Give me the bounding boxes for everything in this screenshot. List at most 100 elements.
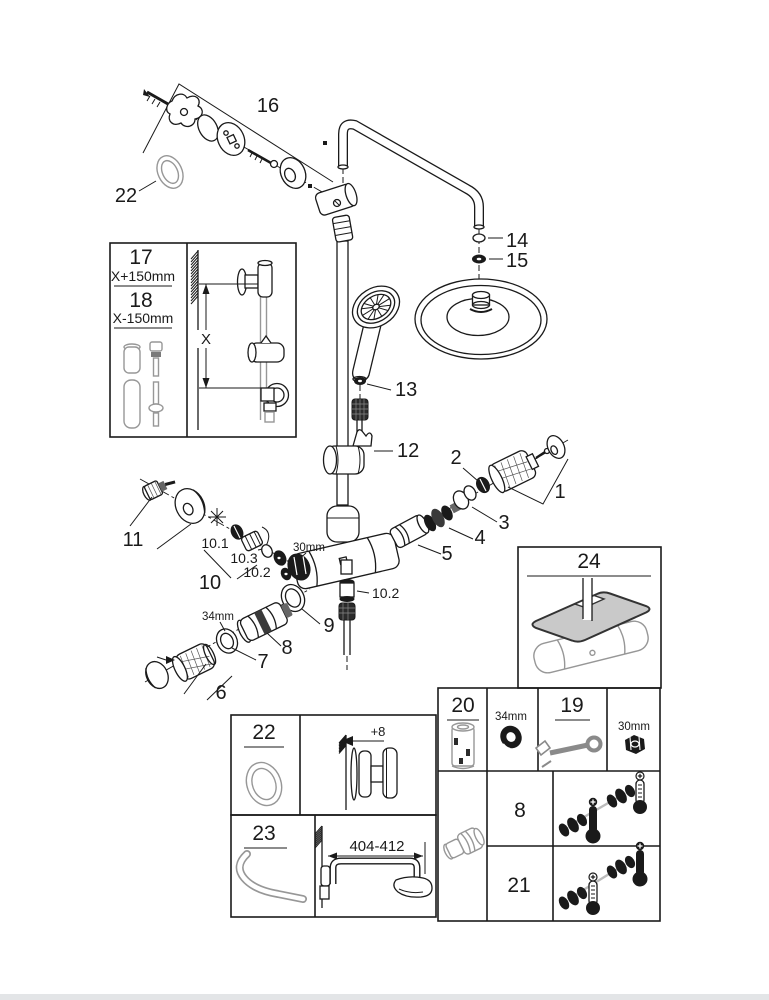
escutcheon-icon	[279, 156, 307, 190]
seal-10-1	[230, 524, 244, 540]
wrench-19-label: 19	[560, 694, 583, 717]
union-flange-icon	[216, 121, 246, 157]
callout-30mm-label: 30mm	[293, 542, 325, 554]
part-17-label: 17	[129, 246, 152, 269]
retaining-ring-22	[138, 155, 184, 192]
mounted-rail-drawing	[236, 259, 290, 423]
callout-11-label: 11	[123, 529, 144, 551]
callout-6-label: 6	[215, 682, 226, 704]
part-18-label: 18	[129, 289, 152, 312]
hose-attachment-knob-icon	[351, 398, 369, 433]
valve-part-icon	[443, 827, 485, 860]
inset-arm-23-box: 23 404-412	[230, 814, 437, 918]
outlet-stub-icon	[338, 559, 370, 655]
thermometer-scale-icon	[586, 872, 600, 915]
thermometer-scale-icon	[633, 771, 647, 814]
thermometer-hot-icon	[585, 797, 601, 844]
seal-ring-7-34mm	[215, 621, 257, 661]
mounting-tool-icon	[451, 722, 475, 770]
cartridge-icon	[606, 855, 636, 879]
wall-union-body-icon	[314, 182, 358, 216]
seal-ring-15	[472, 254, 503, 264]
row-21-label: 21	[507, 874, 530, 897]
callout-10-2-label: 10.2	[243, 564, 270, 580]
cartridge-icon	[606, 784, 636, 808]
thermometer-hot-icon	[632, 841, 648, 887]
inset-ring-22-box: 22 +8	[230, 714, 437, 816]
handle-screw-11	[129, 480, 206, 550]
callout-3-label: 3	[498, 512, 509, 534]
callout-1-label: 1	[554, 481, 565, 503]
cartridge-icon	[558, 886, 588, 910]
thermostat-valve-body	[280, 505, 400, 655]
rail-adjuster-icon	[331, 214, 354, 243]
seal-10-2	[261, 544, 273, 558]
table-cell-ring-34mm: 34mm	[495, 711, 527, 751]
callout-15-label: 15	[506, 250, 528, 272]
long-screw-icon	[247, 148, 279, 169]
inset-shelf-box-24: 24	[517, 546, 662, 689]
formula-18-label: X-150mm	[113, 310, 174, 326]
row-8-label: 8	[514, 799, 526, 822]
seal-ring-dark	[273, 550, 287, 566]
callout-12-label: 12	[397, 440, 419, 462]
hand-shower	[351, 285, 401, 383]
tool-20-label: 20	[451, 694, 474, 717]
ring-22-icon	[245, 761, 283, 807]
callout-2-label: 2	[450, 447, 461, 469]
service-parts-table: 20 34mm 19	[437, 687, 661, 922]
formula-17-label: X+150mm	[111, 268, 175, 284]
handle-assembly-1	[488, 435, 569, 505]
offset-8-label: +8	[371, 724, 386, 739]
callout-8-label: 8	[281, 637, 292, 659]
callout-10-2b-label: 10.2	[372, 585, 399, 601]
glide-element-12	[322, 429, 393, 475]
bracket-16	[142, 83, 334, 183]
ring-size-label: 34mm	[495, 711, 527, 723]
table-cell-wrench-19: 19	[534, 694, 603, 768]
table-row-8: 8	[514, 771, 647, 844]
grub-screw-icon	[323, 141, 327, 145]
inset-23-label: 23	[252, 822, 275, 845]
cartridge-icon	[558, 813, 588, 837]
length-range-label: 404-412	[349, 838, 404, 855]
callout-16-label: 16	[257, 95, 279, 117]
rail-tube-variant-icon	[123, 343, 141, 429]
callout-14-label: 14	[506, 230, 528, 252]
callout-34mm-label: 34mm	[202, 611, 234, 623]
wall-hatching	[190, 250, 199, 430]
o-ring-icon	[197, 114, 219, 142]
wall-union-exploded-16	[142, 83, 358, 243]
wrench-icon	[534, 735, 603, 768]
seal-13	[354, 377, 392, 391]
callout-13-label: 13	[395, 379, 417, 401]
arm-length-diagram: 404-412	[314, 825, 433, 908]
flow-handle-6	[145, 643, 233, 701]
table-cell-tool-20: 20	[447, 694, 479, 770]
cap-2	[462, 467, 490, 494]
inset-rail-length-box: 17 X+150mm 18 X-150mm	[109, 242, 297, 438]
shelf-pipe-icon	[582, 578, 593, 621]
callout-10-1-label: 10.1	[201, 535, 228, 551]
grease-star-mark	[208, 508, 226, 526]
check-valve-8	[236, 602, 293, 647]
rain-shower-head	[414, 278, 548, 360]
head-connector-knob-icon	[469, 290, 493, 313]
wall-bracket-plate-icon	[166, 93, 203, 128]
x-dimension: X	[197, 283, 265, 389]
page-bottom-edge	[0, 994, 769, 1000]
nut-size-label: 30mm	[618, 721, 650, 733]
outlet-nipple-10-2-icon	[339, 579, 355, 602]
nut-30mm-icon	[625, 735, 645, 754]
shower-arm-pipe	[337, 119, 485, 230]
inset-22-label: 22	[252, 721, 275, 744]
check-valve-5	[389, 514, 442, 555]
offset-diagram: +8	[338, 724, 398, 810]
table-cell-valve-part	[443, 827, 485, 860]
arm-23-icon	[235, 850, 307, 903]
rail-rod-variant-icon	[148, 341, 164, 427]
grub-screw-icon	[308, 184, 312, 188]
callout-4-label: 4	[474, 527, 485, 549]
